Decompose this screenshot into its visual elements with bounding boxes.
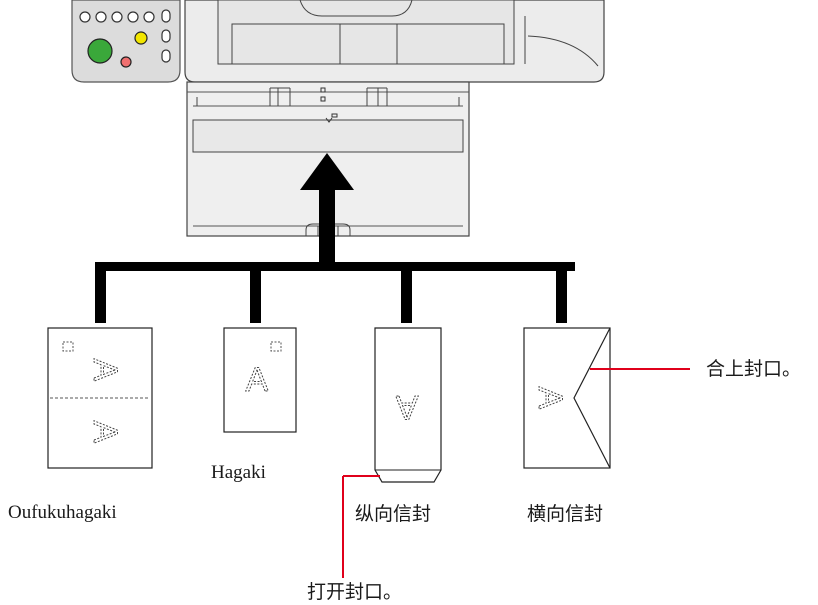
landscape-envelope-label: 横向信封 <box>527 504 604 525</box>
hagaki-label: Hagaki <box>211 462 266 483</box>
hagaki-glyph: A <box>246 361 269 399</box>
landscape-envelope: A <box>523 327 611 469</box>
open-flap-label: 打开封口。 <box>307 582 403 603</box>
oufukuhagaki-label: Oufukuhagaki <box>8 502 117 523</box>
printer <box>71 0 605 237</box>
connector-tree <box>95 262 575 323</box>
portrait-envelope-label: 纵向信封 <box>355 504 432 525</box>
start-button <box>87 38 113 64</box>
panel-button-row <box>79 11 155 23</box>
close-flap-label: 合上封口。 <box>706 359 802 380</box>
yellow-button <box>134 31 148 45</box>
oufukuhagaki-glyph-top: A <box>86 359 124 382</box>
printer-body <box>184 0 605 83</box>
control-panel <box>71 0 181 83</box>
feed-arrow <box>300 153 354 265</box>
open-flap-callout-line <box>342 475 380 578</box>
landscape-envelope-glyph: A <box>531 387 569 410</box>
red-button <box>120 56 132 68</box>
portrait-envelope: A <box>374 327 442 483</box>
oufukuhagaki-glyph-bottom: A <box>86 421 124 444</box>
oufukuhagaki-card: A A <box>47 327 153 469</box>
portrait-envelope-glyph: A <box>395 388 418 426</box>
hagaki-card: A <box>223 327 297 433</box>
